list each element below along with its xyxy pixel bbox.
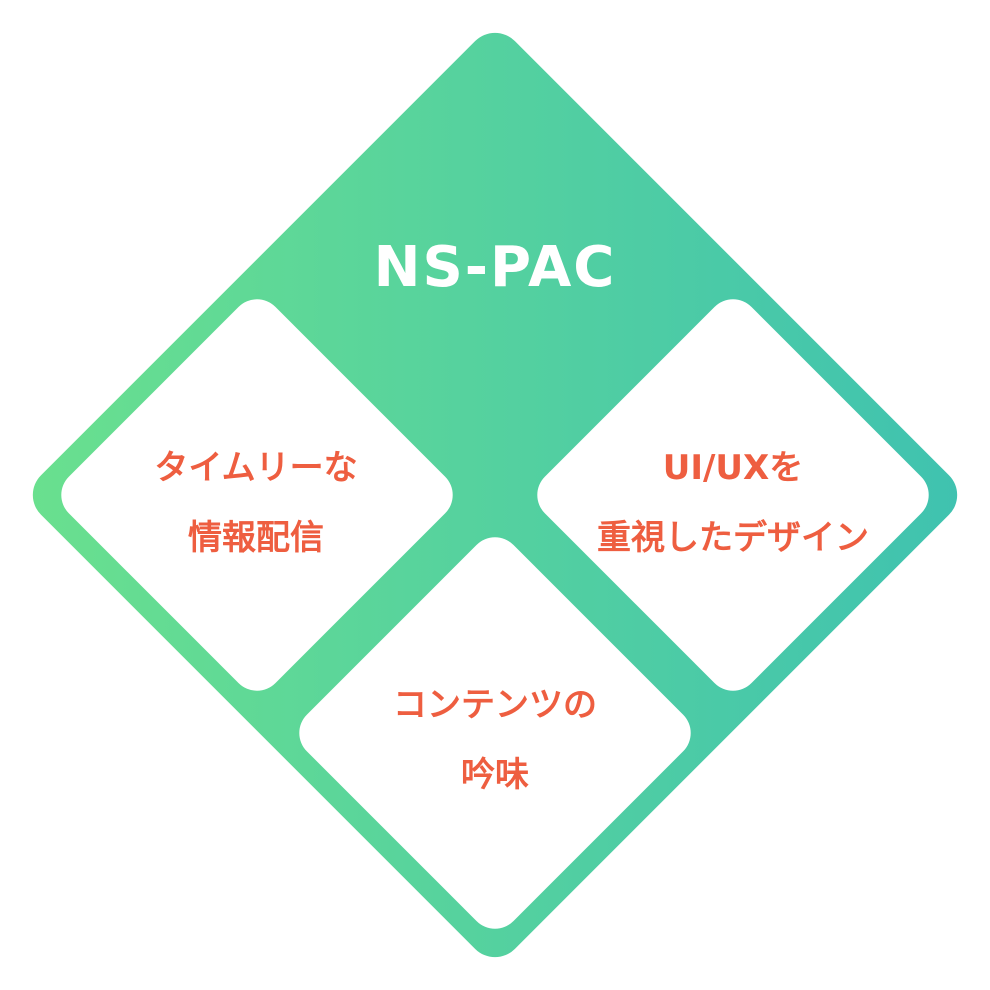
panel-bottom-label: コンテンツの 吟味 [345,670,645,810]
panel-bottom [299,537,691,929]
outer-diamond [32,32,958,958]
panel-right-label: UI/UXを 重視したデザイン [583,433,883,573]
panel-bottom-line2: 吟味 [461,755,529,795]
panel-right-line1: UI/UXを [662,448,804,488]
panel-left-label: タイムリーな 情報配信 [106,433,406,573]
panel-bottom-line1: コンテンツの [393,685,597,725]
panel-left-line1: タイムリーな [154,448,358,488]
panel-left-line2: 情報配信 [188,518,324,558]
panel-right [537,299,929,691]
diagram-title: NS-PAC [373,235,617,300]
panel-right-line2: 重視したデザイン [597,518,869,558]
panel-left [61,299,453,691]
